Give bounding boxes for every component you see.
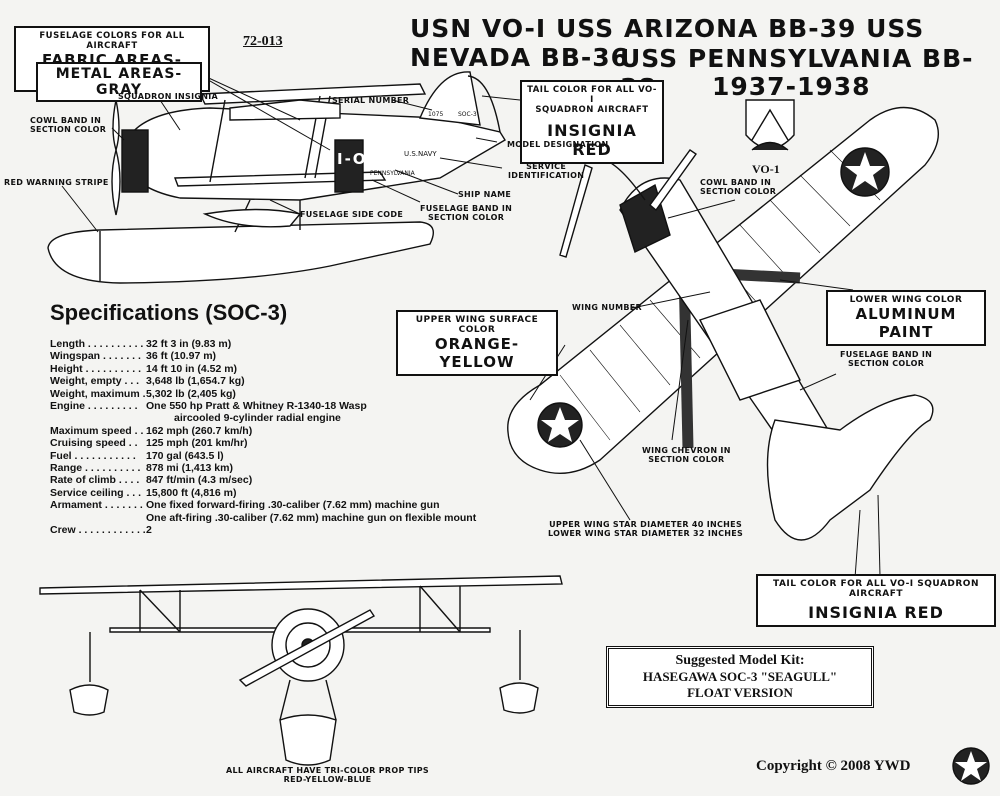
spec-value: 32 ft 3 in (9.83 m)	[146, 338, 232, 350]
front-view-drawing	[39, 575, 563, 766]
upper-wing-color-box: UPPER WING SURFACE COLOR ORANGE-YELLOW	[396, 310, 558, 376]
label-model-designation: MODEL DESIGNATION	[507, 140, 609, 149]
tail-color-bottom-box: TAIL COLOR FOR ALL VO-I SQUADRON AIRCRAF…	[756, 574, 996, 627]
label-serial-number: SERIAL NUMBER	[332, 96, 410, 105]
spec-label: Crew . . . . . . . . . . . .	[50, 524, 146, 537]
spec-row: Rate of climb . . . . 847 ft/min (4.3 m/s…	[50, 474, 476, 486]
spec-label: Weight, empty . . .	[50, 375, 140, 388]
prop-note: ALL AIRCRAFT HAVE TRI-COLOR PROP TIPS RE…	[226, 766, 429, 784]
spec-value: 878 mi (1,413 km)	[146, 462, 233, 475]
top-view-drawing	[507, 106, 939, 541]
label-fuselage-band-top: FUSELAGE BAND IN SECTION COLOR	[840, 350, 933, 368]
label-fuselage-side-code: FUSELAGE SIDE CODE	[300, 210, 404, 219]
specifications-heading: Specifications (SOC-3)	[50, 300, 288, 325]
marking-usnavy: U.S.NAVY	[404, 150, 437, 158]
spec-row: Weight, empty . . . 3,648 lb (1,654.7 kg)	[50, 375, 476, 387]
lower-wing-color-small: LOWER WING COLOR	[849, 295, 963, 305]
marking-side-code: I-O-7	[337, 150, 389, 168]
spec-row: Cruising speed . . 125 mph (201 km/hr)	[50, 437, 476, 449]
vo1-label: VO-1	[752, 162, 780, 176]
spec-label: Fuel . . . . . . . . . . .	[50, 449, 136, 462]
tail-color-top-small: TAIL COLOR FOR ALL VO-I SQUADRON AIRCRAF…	[527, 85, 657, 115]
side-view-drawing	[47, 71, 506, 284]
fuselage-colors-header: FUSELAGE COLORS FOR ALL AIRCRAFT	[39, 31, 185, 51]
spec-row: Range . . . . . . . . . . 878 mi (1,413 k…	[50, 462, 476, 474]
spec-value: 2	[146, 524, 152, 537]
spec-label: Cruising speed . .	[50, 437, 138, 450]
spec-label: Range . . . . . . . . . .	[50, 462, 141, 475]
spec-row: Fuel . . . . . . . . . . . 170 gal (643.5…	[50, 450, 476, 462]
spec-row: aircooled 9-cylinder radial engine	[50, 412, 476, 424]
spec-row: Armament . . . . . . .One fixed forward-…	[50, 499, 476, 511]
spec-row: Length . . . . . . . . . .32 ft 3 in (9.…	[50, 338, 476, 350]
vo1-shield	[745, 99, 795, 151]
spec-value: 15,800 ft (4,816 m)	[146, 486, 237, 499]
marking-model: SOC-3	[458, 111, 477, 118]
label-wing-chevron: WING CHEVRON IN SECTION COLOR	[642, 446, 731, 464]
spec-value: 847 ft/min (4.3 m/sec)	[146, 474, 253, 487]
spec-value: 36 ft (10.97 m)	[146, 350, 217, 363]
spec-value: 170 gal (643.5 l)	[146, 449, 224, 462]
upper-wing-color-small: UPPER WING SURFACE COLOR	[415, 315, 539, 335]
label-ship-name: SHIP NAME	[458, 190, 512, 199]
lower-wing-color-large: ALUMINUM PAINT	[855, 305, 957, 341]
spec-value: aircooled 9-cylinder radial engine	[174, 412, 341, 425]
spec-label: Service ceiling . . .	[50, 486, 142, 499]
spec-label: Rate of climb . . . .	[50, 474, 140, 487]
spec-label: Length . . . . . . . . . .	[50, 338, 144, 350]
spec-row: Wingspan . . . . . . . 36 ft (10.97 m)	[50, 350, 476, 362]
label-fuselage-band-side: FUSELAGE BAND IN SECTION COLOR	[420, 204, 513, 222]
tail-color-top-box: TAIL COLOR FOR ALL VO-I SQUADRON AIRCRAF…	[520, 80, 664, 164]
spec-label: Engine . . . . . . . . .	[50, 400, 138, 413]
label-cowl-band-side: COWL BAND IN SECTION COLOR	[30, 116, 107, 134]
upper-wing-color-large: ORANGE-YELLOW	[434, 335, 520, 371]
title-line1: USN VO-I USS ARIZONA BB-39 USS NEVADA BB…	[410, 14, 925, 72]
metal-areas-label: METAL AREAS-GRAY	[55, 66, 183, 98]
suggested-kit-box: Suggested Model Kit: HASEGAWA SOC-3 "SEA…	[606, 646, 874, 708]
spec-label: Wingspan . . . . . . .	[50, 350, 141, 363]
specifications-table: Length . . . . . . . . . .32 ft 3 in (9.…	[50, 338, 476, 537]
spec-value: One aft-firing .30-caliber (7.62 mm) mac…	[146, 511, 477, 524]
kit-line1: Suggested Model Kit:	[675, 653, 805, 668]
spec-value: One 550 hp Pratt & Whitney R-1340-18 Was…	[146, 400, 367, 413]
marking-serial: 1075	[428, 111, 444, 118]
tail-color-top-large: INSIGNIA RED	[547, 121, 637, 159]
label-wing-number: WING NUMBER	[572, 303, 643, 312]
label-red-warning-stripe: RED WARNING STRIPE	[4, 178, 109, 187]
spec-row: Height . . . . . . . . . . 14 ft 10 in (4…	[50, 363, 476, 375]
label-service-identification: SERVICE IDENTIFICATION	[508, 162, 585, 180]
spec-row: Service ceiling . . . 15,800 ft (4,816 m)	[50, 487, 476, 499]
title-line3: 1937-1938	[712, 72, 871, 101]
spec-value: 125 mph (201 km/hr)	[146, 437, 248, 450]
spec-row: Weight, maximum . .5,302 lb (2,405 kg)	[50, 388, 476, 400]
kit-line2: HASEGAWA SOC-3 "SEAGULL"	[642, 669, 838, 684]
metal-areas-box: METAL AREAS-GRAY	[36, 62, 202, 102]
spec-label: Maximum speed . .	[50, 424, 144, 437]
spec-value: 14 ft 10 in (4.52 m)	[146, 362, 238, 375]
spec-label: Height . . . . . . . . . .	[50, 362, 142, 375]
label-squadron-insignia: SQUADRON INSIGNIA	[118, 92, 219, 101]
spec-label: Armament . . . . . . .	[50, 499, 143, 512]
spec-value: One fixed forward-firing .30-caliber (7.…	[146, 499, 440, 512]
spec-value: 3,648 lb (1,654.7 kg)	[146, 375, 245, 388]
spec-row: Crew . . . . . . . . . . . .2	[50, 524, 476, 536]
spec-label: Weight, maximum . .	[50, 387, 152, 400]
kit-line3: FLOAT VERSION	[687, 685, 793, 700]
spec-row: Maximum speed . .162 mph (260.7 km/h)	[50, 425, 476, 437]
spec-row: One aft-firing .30-caliber (7.62 mm) mac…	[50, 512, 476, 524]
copyright-text: Copyright © 2008 YWD	[756, 758, 911, 774]
spec-value: 162 mph (260.7 km/h)	[146, 424, 253, 437]
tail-color-bottom-small: TAIL COLOR FOR ALL VO-I SQUADRON AIRCRAF…	[773, 579, 979, 599]
tail-color-bottom-large: INSIGNIA RED	[808, 603, 944, 622]
marking-ship: PENNSYLVANIA	[370, 170, 415, 177]
label-cowl-band-top: COWL BAND IN SECTION COLOR	[700, 178, 777, 196]
lower-wing-color-box: LOWER WING COLOR ALUMINUM PAINT	[826, 290, 986, 346]
catalog-number: 72-013	[243, 34, 283, 49]
spec-row: Engine . . . . . . . . . One 550 hp Pratt…	[50, 400, 476, 412]
spec-value: 5,302 lb (2,405 kg)	[146, 387, 236, 400]
label-star-diameter: UPPER WING STAR DIAMETER 40 INCHES LOWER…	[548, 520, 744, 538]
